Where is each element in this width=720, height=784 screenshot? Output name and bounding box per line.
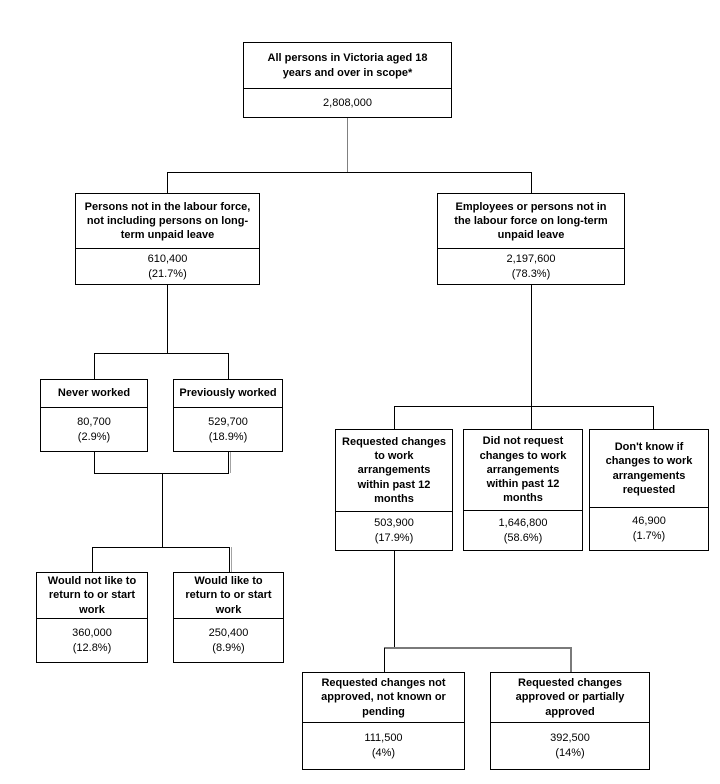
- node-percent: (4%): [371, 747, 396, 759]
- node-would-not-return-value: 360,000 (12.8%): [37, 619, 147, 662]
- connector-previously-stem: [228, 452, 229, 473]
- node-not-approved-title: Requested changes not approved, not know…: [303, 673, 464, 723]
- connector-root-stem: [347, 118, 348, 172]
- node-did-not-request-title: Did not request changes to work arrangem…: [464, 430, 582, 511]
- node-count: 610,400: [147, 252, 188, 265]
- connector-never-stem: [94, 452, 95, 473]
- connector-never-drop: [94, 353, 95, 379]
- connector-employees-stem: [531, 285, 532, 406]
- node-count: 250,400: [208, 626, 249, 639]
- connector-level2-horizontal: [167, 172, 532, 173]
- connector-requested-stem: [394, 551, 395, 648]
- node-all-persons-value: 2,808,000: [244, 89, 451, 117]
- connector-nilf-stem: [167, 285, 168, 353]
- node-count: 1,646,800: [498, 516, 548, 529]
- node-percent: (8.9%): [212, 641, 245, 654]
- node-percent: (17.9%): [374, 532, 414, 544]
- node-not-in-labour-force-title: Persons not in the labour force, not inc…: [76, 194, 259, 249]
- node-did-not-request: Did not request changes to work arrangem…: [463, 429, 583, 551]
- node-dont-know: Don't know if changes to work arrangemen…: [589, 429, 709, 551]
- node-percent: (21.7%): [148, 267, 187, 280]
- node-never-worked: Never worked 80,700 (2.9%): [40, 379, 148, 452]
- node-count: 2,197,600: [506, 252, 556, 265]
- node-did-not-request-value: 1,646,800 (58.6%): [464, 511, 582, 550]
- node-count: 46,900: [632, 515, 666, 528]
- connector-not-approved-drop: [384, 648, 385, 672]
- node-count: 360,000: [72, 626, 112, 639]
- node-approved: Requested changes approved or partially …: [490, 672, 650, 770]
- node-would-not-return-title: Would not like to return to or start wor…: [37, 573, 147, 619]
- node-would-return-value: 250,400 (8.9%): [174, 619, 283, 662]
- node-dont-know-title: Don't know if changes to work arrangemen…: [590, 430, 708, 508]
- node-dont-know-value: 46,900 (1.7%): [590, 508, 708, 550]
- node-previously-worked: Previously worked 529,700 (18.9%): [173, 379, 283, 452]
- node-all-persons: All persons in Victoria aged 18 years an…: [243, 42, 452, 118]
- node-percent: (1.7%): [632, 530, 666, 542]
- node-not-in-labour-force: Persons not in the labour force, not inc…: [75, 193, 260, 285]
- connector-previously-drop: [228, 353, 229, 379]
- node-employees: Employees or persons not in the labour f…: [437, 193, 625, 285]
- node-count: 2,808,000: [323, 96, 372, 109]
- node-not-approved: Requested changes not approved, not know…: [302, 672, 465, 770]
- node-approved-value: 392,500 (14%): [491, 723, 649, 769]
- node-never-worked-title: Never worked: [41, 380, 147, 408]
- connector-nilf-drop: [167, 172, 168, 193]
- node-employees-value: 2,197,600 (78.3%): [438, 249, 624, 284]
- connector-worked-horizontal: [94, 353, 229, 354]
- node-percent: (14%): [555, 747, 585, 759]
- node-requested-changes-title: Requested changes to work arrangements w…: [336, 430, 452, 512]
- node-percent: (58.6%): [503, 531, 543, 544]
- node-would-return-title: Would like to return to or start work: [174, 573, 283, 619]
- node-percent: (12.8%): [72, 641, 112, 654]
- node-previously-worked-title: Previously worked: [174, 380, 282, 408]
- node-approved-title: Requested changes approved or partially …: [491, 673, 649, 723]
- node-would-not-return: Would not like to return to or start wor…: [36, 572, 148, 663]
- node-count: 80,700: [77, 415, 111, 428]
- connector-approval-horizontal: [384, 647, 572, 649]
- connector-employees-drop: [531, 172, 532, 193]
- connector-merge-stem: [162, 473, 163, 547]
- connector-requested-drop: [394, 406, 395, 429]
- connector-didnot-drop: [531, 406, 532, 429]
- node-percent: (2.9%): [77, 430, 111, 443]
- node-not-in-labour-force-value: 610,400 (21.7%): [76, 249, 259, 284]
- connector-merge-horizontal: [94, 473, 229, 474]
- node-percent: (78.3%): [511, 267, 551, 280]
- connector-would-not-drop: [92, 547, 93, 572]
- connector-request-horizontal: [394, 406, 654, 407]
- node-percent: (18.9%): [208, 430, 248, 443]
- node-requested-changes-value: 503,900 (17.9%): [336, 512, 452, 550]
- connector-approved-drop: [570, 647, 572, 672]
- node-employees-title: Employees or persons not in the labour f…: [438, 194, 624, 249]
- node-previously-worked-value: 529,700 (18.9%): [174, 408, 282, 451]
- node-all-persons-title: All persons in Victoria aged 18 years an…: [244, 43, 451, 89]
- node-requested-changes: Requested changes to work arrangements w…: [335, 429, 453, 551]
- node-never-worked-value: 80,700 (2.9%): [41, 408, 147, 451]
- connector-dontknow-drop: [653, 406, 654, 429]
- node-not-approved-value: 111,500 (4%): [303, 723, 464, 769]
- connector-would-drop: [229, 547, 230, 572]
- node-count: 111,500: [364, 732, 403, 745]
- node-count: 503,900: [374, 517, 414, 530]
- node-count: 392,500: [550, 732, 590, 745]
- connector-return-horizontal: [92, 547, 230, 548]
- node-count: 529,700: [208, 415, 248, 428]
- node-would-return: Would like to return to or start work 25…: [173, 572, 284, 663]
